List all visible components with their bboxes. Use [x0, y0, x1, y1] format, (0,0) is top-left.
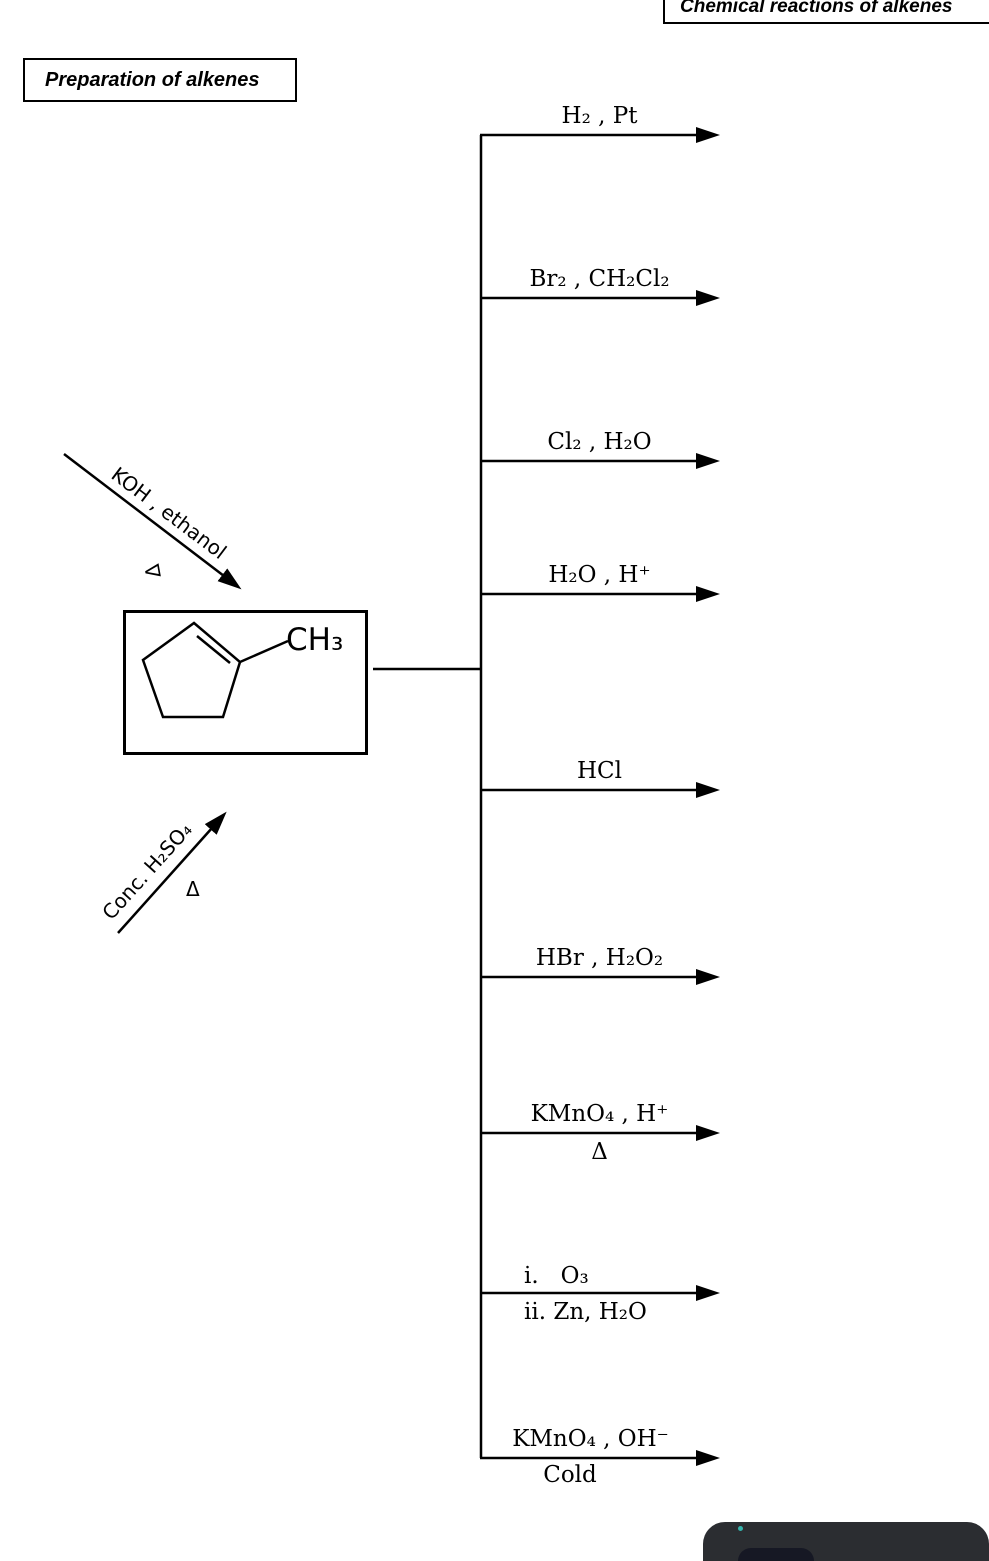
chemical-reactions-title-box: Chemical reactions of alkenes: [663, 0, 989, 24]
floating-toolbar-widget[interactable]: [703, 1522, 989, 1561]
reagent-label-kmno4-h: KMnO₄ , H⁺: [530, 1101, 669, 1127]
preparation-title: Preparation of alkenes: [45, 68, 260, 91]
condition-label-delta: Δ: [591, 1139, 608, 1165]
toolbar-accent-icon: [738, 1526, 743, 1531]
toolbar-inner-pill: [738, 1548, 814, 1561]
double-bond-line: [196, 635, 231, 664]
methyl-group-label: CH₃: [286, 622, 344, 658]
cyclopentene-ring: [141, 621, 289, 719]
reagent-label-zn-h2o: ii. Zn, H₂O: [524, 1299, 647, 1325]
reagent-label-o3: i. O₃: [524, 1263, 589, 1289]
methyl-bond-line: [239, 639, 289, 664]
preparation-title-box: Preparation of alkenes: [23, 58, 297, 102]
koh-elimination-arrow: [63, 453, 242, 590]
reagent-label-hcl: HCl: [576, 758, 622, 784]
starting-material-box: [123, 610, 368, 755]
reagent-label-h2-pt: H₂ , Pt: [561, 103, 638, 129]
h2so4-heat-symbol: Δ: [186, 877, 200, 901]
reagent-label-kmno4-oh: KMnO₄ , OH⁻: [512, 1426, 669, 1452]
reagent-label-h2o-h: H₂O , H⁺: [548, 562, 651, 588]
h2so4-dehydration-arrow: [117, 811, 227, 934]
reagent-label-cl2-h2o: Cl₂ , H₂O: [547, 429, 652, 455]
reagent-label-br2-ch2cl2: Br₂ , CH₂Cl₂: [529, 266, 670, 292]
reagent-label-hbr-h2o2: HBr , H₂O₂: [535, 945, 664, 971]
condition-label-cold: Cold: [543, 1462, 597, 1488]
chemical-reactions-title: Chemical reactions of alkenes: [680, 0, 953, 17]
